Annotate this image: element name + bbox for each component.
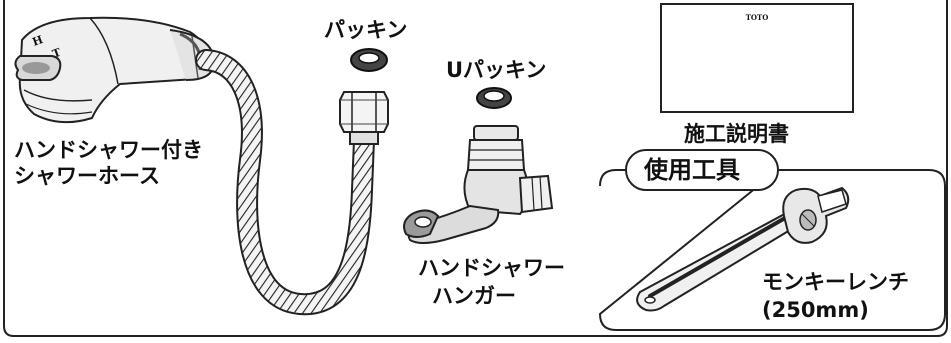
hand-shower-hanger [404, 126, 552, 243]
label-manual: 施工説明書 [684, 122, 789, 146]
manual-brand: TOTO [746, 13, 769, 22]
label-u-packing: Uパッキン [446, 58, 546, 82]
tools-title: 使用工具 [644, 157, 740, 183]
label-hose-line1: ハンドシャワー付き [14, 138, 203, 162]
label-wrench-line2: (250mm) [762, 298, 869, 322]
label-hanger-line2: ハンガー [432, 284, 516, 308]
label-hose-line2: シャワーホース [14, 164, 160, 188]
hand-shower-head: H T [15, 18, 214, 122]
label-wrench-line1: モンキーレンチ [762, 270, 909, 294]
installation-manual: TOTO [661, 4, 853, 112]
u-packing-ring [477, 88, 511, 108]
label-packing: パッキン [324, 18, 407, 42]
packing-ring [351, 49, 387, 71]
label-hanger-line1: ハンドシャワー [418, 256, 565, 280]
shower-hose [206, 60, 388, 304]
